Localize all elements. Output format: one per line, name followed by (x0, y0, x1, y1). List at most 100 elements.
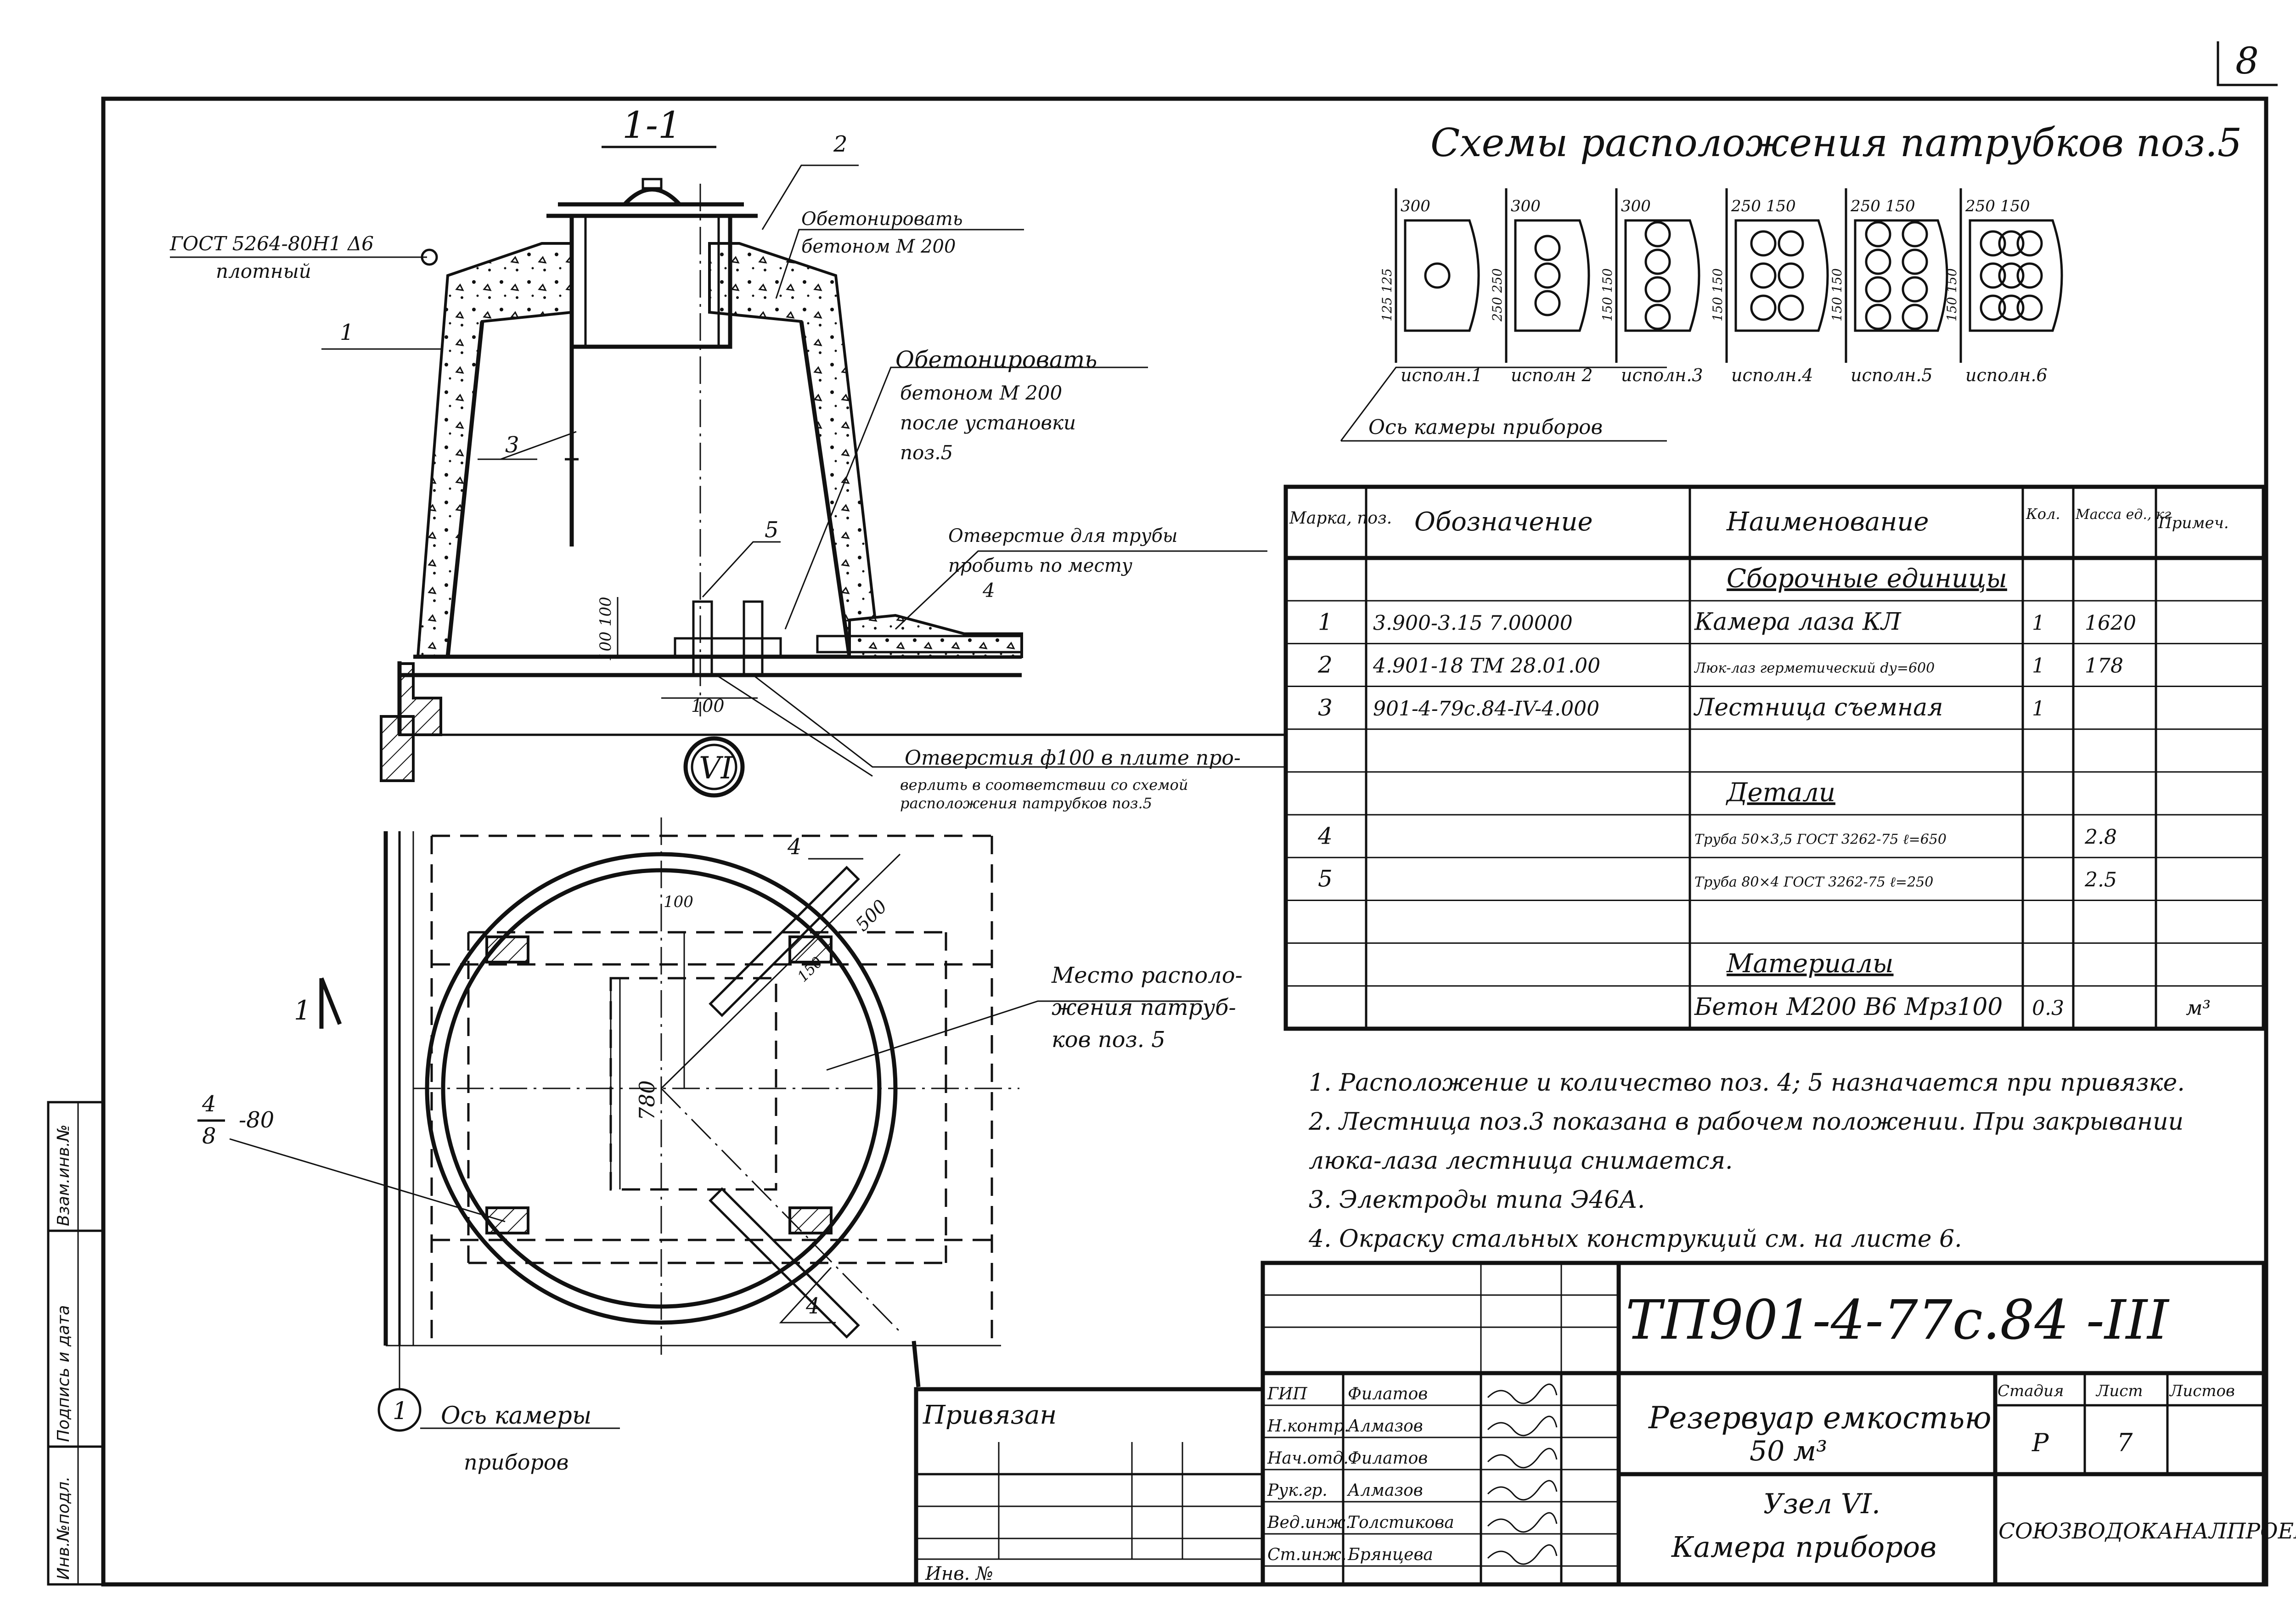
spec-note: м³ (2186, 997, 2211, 1020)
tb-name: Брянцева (1347, 1545, 1433, 1564)
axis-circle: 1 (393, 1397, 408, 1425)
cut-num: 1 (294, 995, 311, 1026)
scheme-hole (1998, 294, 2025, 321)
scheme-label: исполн.1 (1401, 365, 1483, 385)
spec-designation: 901-4-79с.84-IV-4.000 (1373, 697, 1599, 721)
scheme-hole (1902, 248, 1928, 275)
scheme-side: 250 250 (1490, 268, 1505, 322)
pipe-place-1: Место располо- (1051, 963, 1243, 988)
spec-mass: 178 (2085, 654, 2123, 678)
spec-name: Бетон М200 В6 Мрз100 (1694, 993, 2003, 1021)
scheme-plate (1734, 219, 1829, 332)
hdr-note: Примеч. (2158, 514, 2229, 532)
scheme-hole (1902, 221, 1928, 248)
tb-object-1: Резервуар емкостью (1648, 1400, 1992, 1436)
tb-role: Рук.гр. (1267, 1481, 1328, 1500)
spec-mass: 1620 (2085, 612, 2136, 635)
spec-qty: 0.3 (2032, 997, 2064, 1020)
scheme-side: 150 150 (1829, 268, 1845, 321)
spec-section: Детали (1725, 777, 1835, 807)
schemes-axis: Ось камеры приборов (1368, 416, 1603, 439)
plate-holes-2: верлить в соответствии со схемой (900, 776, 1188, 794)
section-mark: VI (699, 750, 734, 786)
spec-mark: 1 (1318, 609, 1333, 636)
scheme-side: 150 150 (1600, 268, 1615, 321)
tb-signature (1487, 1480, 1558, 1501)
plate-holes-1: Отверстия ф100 в плите про- (905, 746, 1241, 770)
scheme-hole (1902, 304, 1928, 330)
spec-designation: 4.901-18 ТМ 28.01.00 (1373, 654, 1600, 678)
scheme-plate (1514, 219, 1590, 332)
tb-name: Филатов (1348, 1385, 1428, 1403)
pos-3: 3 (505, 432, 519, 458)
spec-designation: 3.900-3.15 7.00000 (1373, 612, 1573, 635)
note-3: 3. Электроды типа Э46А. (1309, 1186, 1645, 1214)
scheme-hole (2016, 294, 2043, 321)
dim-500: 500 (852, 896, 892, 936)
concrete-note-2a: Обетонировать (895, 346, 1097, 373)
scheme-plate (1969, 219, 2063, 332)
strip-replace: Взам.инв.№ (54, 1124, 73, 1226)
scheme-hole (1865, 248, 1891, 275)
pos-4-top: 4 (787, 834, 802, 860)
axis-label-2: приборов (464, 1450, 568, 1475)
scheme-hole (1998, 230, 2025, 257)
scheme-hole (1865, 221, 1891, 248)
pos-1: 1 (340, 320, 354, 345)
plan-view: 780 100 500 150 4 4 Место располо- жения… (197, 817, 1243, 1475)
scheme-hole (1750, 262, 1777, 289)
concrete-note-2b: бетоном М 200 (900, 382, 1062, 404)
scheme-hole (2016, 230, 2043, 257)
spec-section: Сборочные единицы (1727, 563, 2007, 593)
dim-100-100: 100 100 (597, 597, 615, 661)
tb-sheet: 7 (2117, 1428, 2133, 1457)
spec-table: Марка, поз. Обозначение Наименование Кол… (1283, 485, 2266, 1031)
gost-weld-note: плотный (216, 260, 311, 282)
scheme-hole (1980, 230, 2006, 257)
left-wall (416, 242, 573, 658)
scheme-label: исполн.6 (1965, 365, 2048, 385)
scheme-hole (1778, 230, 1804, 257)
spec-section: Материалы (1726, 949, 1894, 979)
note-4: 4. Окраску стальных конструкций см. на л… (1308, 1225, 1962, 1253)
pipe-place-2: жения патруб- (1052, 995, 1236, 1020)
spec-name: Труба 50×3,5 ГОСТ 3262-75 ℓ=650 (1694, 831, 1947, 847)
schemes-title: Схемы расположения патрубков поз.5 (1430, 120, 2242, 165)
spec-mark: 4 (1317, 823, 1333, 849)
dim-780: 780 (635, 1080, 659, 1121)
tb-name: Филатов (1348, 1449, 1428, 1468)
hatch-lid (546, 187, 758, 218)
spec-mass: 2.8 (2084, 825, 2117, 849)
scheme-hole (1644, 248, 1671, 275)
scheme-dims: 250 150 (1731, 197, 1796, 215)
hdr-mass: Масса ед., кг (2075, 507, 2171, 523)
nozzle-schemes: Схемы расположения патрубков поз.5 300 12… (1340, 120, 2242, 442)
pos-5: 5 (765, 517, 779, 543)
pipe-axis-2 (660, 1087, 901, 1333)
spec-name: Люк-лаз герметический dу=600 (1694, 660, 1935, 676)
tb-stage: Р (2032, 1428, 2049, 1457)
concrete-note-1b: бетоном М 200 (801, 236, 956, 257)
tb-role: Нач.отд. (1267, 1449, 1349, 1468)
spec-mass: 2.5 (2084, 868, 2117, 892)
scheme-hole (1534, 290, 1561, 316)
note-1: 1. Расположение и количество поз. 4; 5 н… (1309, 1069, 2185, 1097)
spec-name: Камера лаза КЛ (1694, 608, 1902, 636)
scheme-label: исполн.5 (1851, 365, 1933, 385)
weld-frac-bottom: 8 (202, 1123, 216, 1149)
pipe-place-3: ков поз. 5 (1052, 1027, 1165, 1053)
scheme-hole (1534, 235, 1561, 261)
spec-name: Труба 80×4 ГОСТ 3262-75 ℓ=250 (1694, 874, 1933, 890)
tb-name: Толстикова (1348, 1513, 1454, 1532)
scheme-plate (1404, 219, 1480, 332)
scheme-dims: 300 (1621, 197, 1651, 215)
scheme-hole (1902, 276, 1928, 303)
scheme-side: 125 125 (1379, 268, 1395, 321)
pipe-hole-1: Отверстие для трубы (948, 525, 1178, 546)
page-number: 8 (2235, 39, 2259, 82)
tb-name: Алмазов (1346, 1481, 1423, 1500)
concrete-note-2c: после установки (900, 411, 1076, 434)
left-strip: Инв.№подл. Подпись и дата Взам.инв.№ (47, 1101, 105, 1586)
pos-4-bottom: 4 (805, 1293, 820, 1319)
tb-signature (1487, 1544, 1558, 1565)
